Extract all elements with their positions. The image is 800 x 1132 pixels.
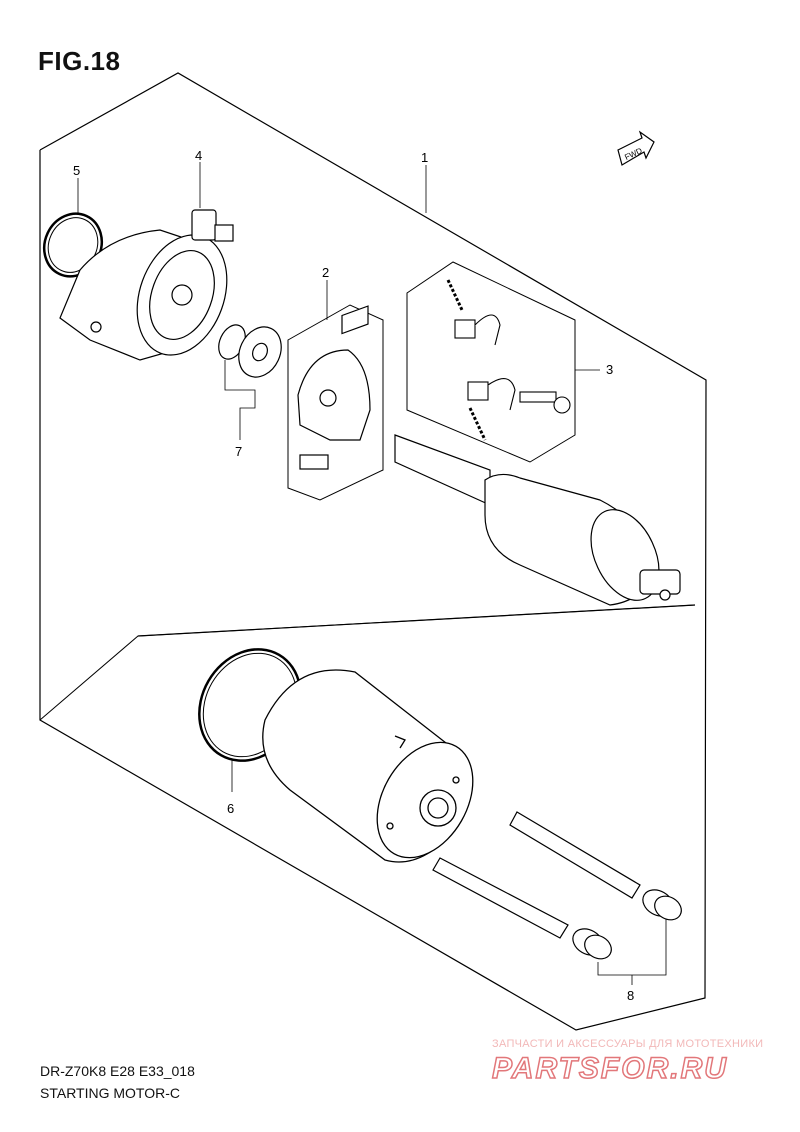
callout-2: 2 [322,265,329,280]
end-cover-part [59,209,234,361]
brush-holder-box [287,304,384,501]
watermark-tagline: ЗАПЧАСТИ И АКСЕССУАРЫ ДЛЯ МОТОТЕХНИКИ [492,1038,764,1050]
brush-holder-part [297,305,371,470]
callout-3: 3 [606,362,613,377]
diagram-caption: STARTING MOTOR-C [40,1085,180,1101]
brush-set-box [406,261,576,463]
housing-bolts-part [432,811,682,960]
callout-6: 6 [227,801,234,816]
figure-title: FIG.18 [38,46,121,76]
callout-7: 7 [235,444,242,459]
armature-part [394,434,681,606]
callout-4: 4 [195,148,202,163]
fwd-arrow-icon: FWD [617,130,655,166]
motor-housing-part [262,669,474,863]
brush-set-part [446,279,571,441]
watermark-logo: PARTSFOR.RU [491,1051,728,1086]
washer-set-part [218,324,282,378]
callout-1: 1 [421,150,428,165]
diagram-code: DR-Z70K8 E28 E33_018 [40,1063,195,1079]
callout-5: 5 [73,163,80,178]
callout-8: 8 [627,988,634,1003]
